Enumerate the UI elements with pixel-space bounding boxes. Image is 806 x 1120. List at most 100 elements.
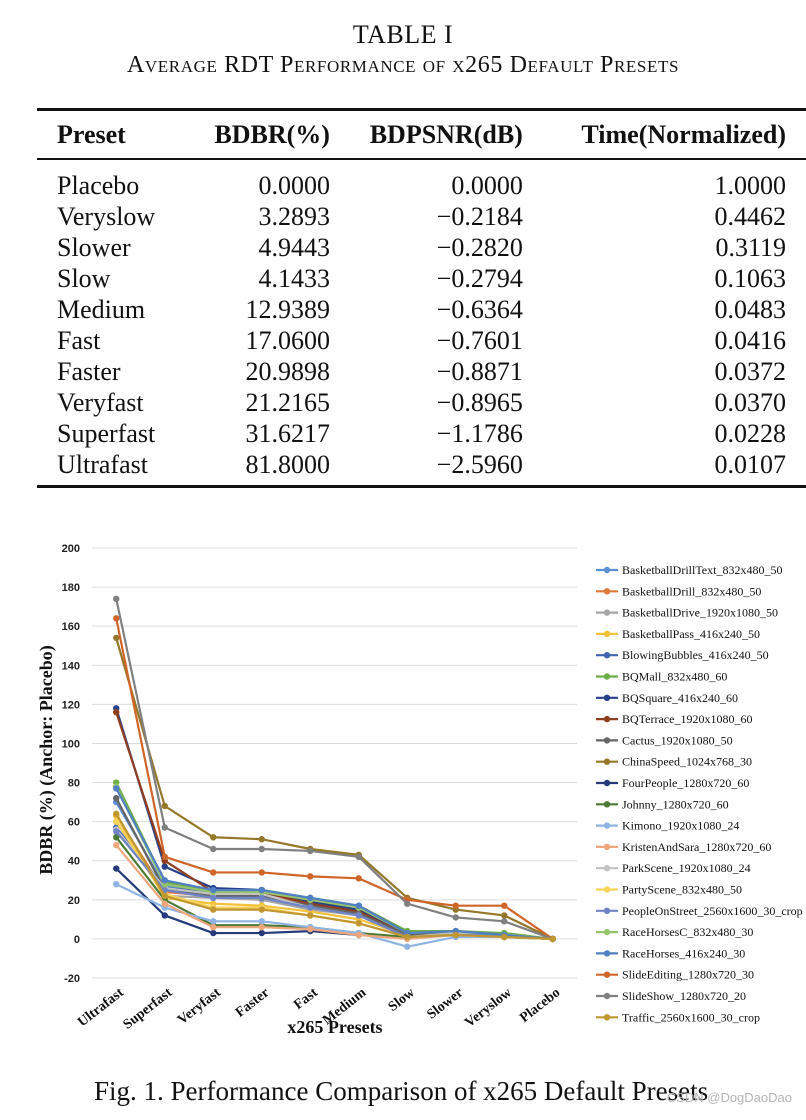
cell-preset: Veryslow	[57, 201, 156, 231]
data-point	[210, 886, 217, 894]
data-point	[113, 708, 120, 716]
data-point	[113, 615, 120, 622]
table-bottom-rule	[37, 485, 806, 488]
data-point	[113, 818, 120, 825]
data-point	[258, 894, 265, 902]
x-tick-label: Ultrafast	[75, 985, 127, 1030]
y-tick-label: 0	[74, 934, 80, 946]
bdbr-line-chart: -20020406080100120140160180200UltrafastS…	[36, 543, 803, 1037]
legend-label: KristenAndSara_1280x720_60	[622, 840, 771, 854]
cell-time: 0.0228	[714, 418, 787, 448]
cell-time: 0.0370	[714, 387, 787, 417]
cell-preset: Veryfast	[57, 387, 144, 417]
data-point	[210, 918, 217, 925]
legend-label: SlideShow_1280x720_20	[622, 989, 746, 1003]
watermark-text: CSDN @DogDaoDao	[666, 1090, 792, 1105]
x-tick-label: Superfast	[121, 985, 176, 1032]
x-tick-label: Fast	[291, 985, 321, 1013]
x-tick-label: Slow	[386, 985, 419, 1015]
data-point	[210, 834, 217, 841]
series-line	[115, 787, 553, 941]
data-point	[210, 869, 217, 876]
legend-swatch-marker	[603, 737, 611, 744]
y-tick-label: 60	[68, 817, 80, 829]
table-title: Average RDT Performance of x265 Default …	[127, 52, 679, 78]
cell-preset: Ultrafast	[57, 449, 148, 479]
legend-label: Cactus_1920x1080_50	[622, 733, 733, 747]
cell-bdbr: 31.6217	[245, 418, 330, 448]
data-point	[161, 900, 168, 907]
series-line	[115, 637, 554, 940]
legend-swatch-marker	[603, 971, 611, 978]
legend-swatch-marker	[603, 652, 611, 659]
data-point	[501, 918, 508, 925]
data-point	[307, 925, 314, 933]
data-point	[452, 902, 459, 909]
cell-time: 0.0107	[714, 449, 787, 479]
data-point	[404, 933, 411, 941]
data-point	[113, 595, 120, 603]
cell-bdbr: 4.9443	[258, 232, 330, 262]
cell-bdpsnr: 0.0000	[451, 170, 523, 200]
cell-time: 0.0483	[714, 294, 787, 324]
legend-label: ParkScene_1920x1080_24	[622, 861, 751, 875]
cell-preset: Superfast	[57, 418, 156, 448]
legend-swatch-marker	[603, 609, 611, 616]
legend-swatch-marker	[603, 694, 611, 701]
legend-label: BasketballDrive_1920x1080_50	[622, 606, 778, 620]
legend-swatch-marker	[603, 950, 611, 957]
performance-table: Preset BDBR(%) BDPSNR(dB) Time(Normalize…	[37, 111, 806, 480]
legend-swatch-marker	[603, 673, 611, 680]
data-point	[452, 914, 459, 921]
legend-label: BQSquare_416x240_60	[622, 691, 738, 705]
data-point	[161, 824, 168, 831]
data-point	[161, 802, 168, 810]
legend-label: RaceHorsesC_832x480_30	[622, 925, 753, 939]
cell-bdbr: 81.8000	[245, 449, 330, 479]
legend-label: Kimono_1920x1080_24	[622, 819, 739, 833]
table-header-row: Preset BDBR(%) BDPSNR(dB) Time(Normalize…	[37, 111, 806, 158]
data-point	[258, 869, 265, 876]
legend-label: BasketballDrill_832x480_50	[622, 584, 761, 598]
series-line	[115, 618, 554, 940]
data-point	[161, 912, 168, 919]
legend-swatch-marker	[603, 886, 611, 893]
y-tick-label: 140	[62, 660, 80, 672]
cell-bdpsnr: −0.2820	[436, 232, 523, 262]
table-label: TABLE I	[352, 20, 454, 49]
data-point	[161, 863, 168, 870]
legend-swatch-marker	[603, 715, 611, 723]
data-point	[210, 906, 217, 913]
cell-preset: Placebo	[57, 170, 140, 200]
series-line	[115, 598, 554, 940]
data-point	[210, 894, 217, 902]
legend-swatch-marker	[603, 588, 611, 595]
cell-bdpsnr: −0.7601	[436, 325, 523, 355]
legend-label: RaceHorses_416x240_30	[622, 946, 745, 960]
legend-swatch-marker	[603, 843, 611, 851]
data-point	[355, 920, 362, 927]
y-tick-label: 20	[68, 895, 80, 907]
legend-label: BlowingBubbles_416x240_50	[622, 648, 769, 662]
data-point	[355, 912, 362, 919]
cell-time: 1.0000	[714, 170, 787, 200]
x-axis-title: x265 Presets	[287, 1017, 382, 1037]
cell-preset: Slow	[57, 263, 111, 293]
cell-time: 0.0372	[714, 356, 787, 386]
data-point	[355, 875, 362, 882]
data-point	[210, 923, 217, 931]
legend-swatch-marker	[603, 865, 611, 872]
y-tick-label: 80	[68, 778, 80, 790]
x-tick-label: Faster	[233, 985, 272, 1020]
cell-bdpsnr: −2.5960	[436, 449, 523, 479]
legend-swatch-marker	[603, 779, 611, 787]
legend-swatch-marker	[603, 992, 611, 1000]
data-point	[210, 845, 217, 853]
data-point	[161, 892, 168, 900]
x-tick-label: Placebo	[517, 985, 563, 1026]
table-top-rule	[37, 108, 806, 111]
